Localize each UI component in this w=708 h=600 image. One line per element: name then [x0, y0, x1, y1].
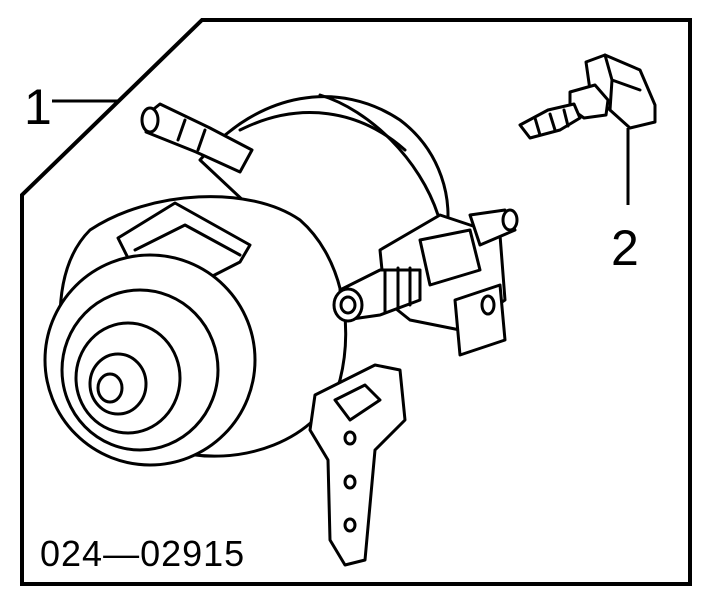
- diagram-code: 024—02915: [40, 533, 245, 574]
- callout-label-1: 1: [24, 79, 52, 135]
- breather-tube: [144, 102, 254, 174]
- callout-label-2: 2: [611, 220, 639, 276]
- mounting-bracket: [308, 363, 407, 567]
- bulb-connector: [518, 102, 582, 140]
- fog-lamp-assembly: [43, 93, 519, 567]
- diagram-frame: [20, 18, 692, 586]
- bulb: [518, 53, 657, 140]
- lens-center: [96, 372, 124, 404]
